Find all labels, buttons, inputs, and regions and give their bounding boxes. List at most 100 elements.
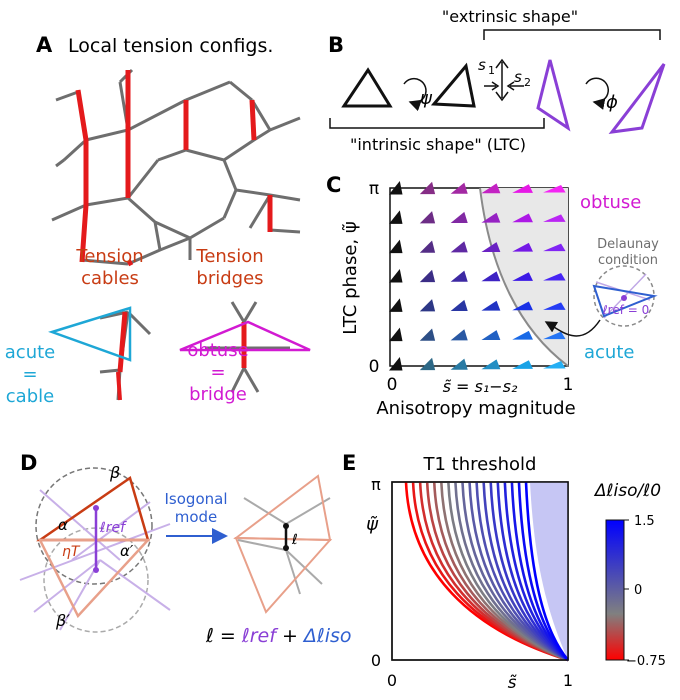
- s2-label: s: [514, 68, 522, 86]
- ltc-triangle-marker: [481, 330, 501, 340]
- ltc-triangle-marker: [450, 329, 468, 341]
- intrinsic-bracket: [329, 118, 545, 129]
- s2-arrows: [484, 81, 524, 91]
- s2-subscript: 2: [524, 76, 531, 89]
- ltc-triangle-marker: [450, 358, 468, 370]
- ltc-triangle-marker: [389, 210, 403, 224]
- acute-label-line1: acute: [5, 342, 55, 363]
- obtuse-region-label: obtuse: [580, 192, 641, 213]
- panel-a-letter: A: [36, 33, 53, 57]
- equation-lhs: ℓ =: [205, 625, 242, 647]
- panel-e-letter: E: [342, 451, 356, 475]
- panel-b-letter: B: [328, 33, 344, 57]
- acute-label-line3: cable: [6, 386, 54, 407]
- panel-a-title: Local tension configs.: [68, 35, 273, 57]
- c-x-right: 1: [563, 375, 574, 395]
- beta-prime-label: β′: [55, 611, 70, 630]
- isogonal-label-line2: mode: [175, 508, 218, 526]
- e-y-label: ψ̃: [366, 514, 379, 535]
- ltc-triangle-marker: [450, 270, 468, 282]
- c-y-bottom: 0: [369, 357, 380, 377]
- ltc-triangle-marker: [389, 181, 403, 195]
- cbar-mid: 0: [634, 583, 642, 598]
- ltc-triangle-marker: [419, 328, 436, 341]
- phi-symbol: ϕ: [606, 92, 618, 113]
- ltc-triangle-marker: [450, 211, 468, 224]
- obtuse-triangle: [179, 320, 311, 352]
- ltc-triangle-marker: [419, 299, 436, 312]
- ltc-triangle-marker: [543, 214, 566, 222]
- delaunay-triangle: [592, 284, 658, 318]
- panel-c: C π 0 0 1 s̃ = s₁−s₂ Anisotropy magnitud…: [326, 173, 659, 419]
- obtuse-label-line1: obtuse: [187, 340, 248, 361]
- e-shaded-region: [530, 482, 568, 660]
- s1-label: s: [478, 56, 486, 74]
- ltc-triangle-marker: [512, 301, 533, 311]
- acute-triangle: [48, 306, 132, 362]
- s1-subscript: 1: [488, 64, 495, 77]
- cbar-min: −0.75: [626, 654, 666, 669]
- ltc-triangle-marker: [543, 331, 566, 340]
- lref-label: ℓref: [99, 520, 127, 536]
- extrinsic-bracket: [483, 29, 661, 40]
- delaunay-boundary: [479, 187, 569, 367]
- ltc-triangle-marker: [512, 360, 533, 369]
- ltc-triangle-marker: [481, 212, 501, 223]
- cables-label-line2: cables: [81, 268, 139, 289]
- ltc-triangle-marker: [512, 184, 533, 193]
- alpha-prime-label: α′: [120, 542, 134, 560]
- isogonal-label-line1: Isogonal: [165, 490, 228, 508]
- colorbar: [605, 519, 625, 661]
- ltc-triangle-marker: [419, 269, 436, 283]
- c-x-axis-label: Anisotropy magnitude: [376, 398, 575, 419]
- ltc-triangle-marker: [450, 241, 468, 253]
- triangle-original: [341, 67, 393, 108]
- obtuse-label-line2: =: [210, 362, 225, 383]
- ltc-triangle-marker: [450, 182, 468, 194]
- triangle-rotated: [430, 62, 476, 108]
- psi-symbol: ψ: [420, 88, 433, 109]
- delaunay-label-line2: condition: [598, 253, 658, 268]
- e-y-bottom: 0: [371, 651, 381, 670]
- ltc-triangle-marker: [543, 273, 566, 281]
- cbar-max: 1.5: [634, 514, 655, 529]
- psi-rotation-arrow: [403, 77, 427, 112]
- c-y-top: π: [369, 179, 379, 199]
- ltc-triangle-marker: [419, 211, 436, 224]
- panel-c-letter: C: [326, 173, 341, 197]
- ltc-triangle-marker: [389, 298, 403, 312]
- obtuse-label-line3: bridge: [189, 384, 247, 405]
- cell-network-gray-edges: [51, 68, 301, 266]
- equation-plus: +: [276, 625, 304, 647]
- panel-e: E T1 threshold π 0 ψ̃ 0 1 s̃ Δℓiso/ℓ0 1.…: [342, 451, 666, 693]
- e-title: T1 threshold: [423, 454, 537, 475]
- beta-label: β: [109, 463, 120, 482]
- ltc-triangle-marker: [512, 330, 533, 340]
- acute-label-line2: =: [22, 364, 37, 385]
- eta-t-label: ηT: [62, 544, 81, 560]
- intrinsic-shape-label: "intrinsic shape" (LTC): [350, 135, 526, 154]
- ltc-triangle-grid: [389, 181, 566, 371]
- ltc-triangle-marker: [481, 183, 501, 194]
- ltc-triangle-marker: [450, 299, 468, 312]
- equation-iso: Δℓiso: [302, 625, 352, 647]
- ltc-triangle-marker: [481, 300, 501, 311]
- e-x-label: s̃: [508, 673, 518, 693]
- lref-zero-label: ℓref = 0: [602, 303, 650, 317]
- bridges-label-line2: bridges: [196, 268, 263, 289]
- ltc-triangle-marker: [419, 181, 436, 195]
- c-x-left: 0: [387, 375, 398, 395]
- ell-label: ℓ: [291, 532, 298, 548]
- obtuse-bridge-inset: [179, 301, 311, 393]
- equation: ℓ = ℓref + Δℓiso: [205, 625, 352, 647]
- phi-rotation-arrow: [585, 77, 609, 110]
- cables-label-line1: Tension: [75, 246, 143, 267]
- triangle-extrinsic: [536, 59, 571, 132]
- ltc-triangle-marker: [389, 357, 403, 371]
- triangle-bottom: [37, 538, 151, 619]
- extrinsic-shape-label: "extrinsic shape": [442, 7, 578, 26]
- ltc-triangle-marker: [543, 361, 566, 369]
- e-x-left: 0: [387, 671, 397, 690]
- triangle-extrinsic-rotated: [608, 63, 666, 134]
